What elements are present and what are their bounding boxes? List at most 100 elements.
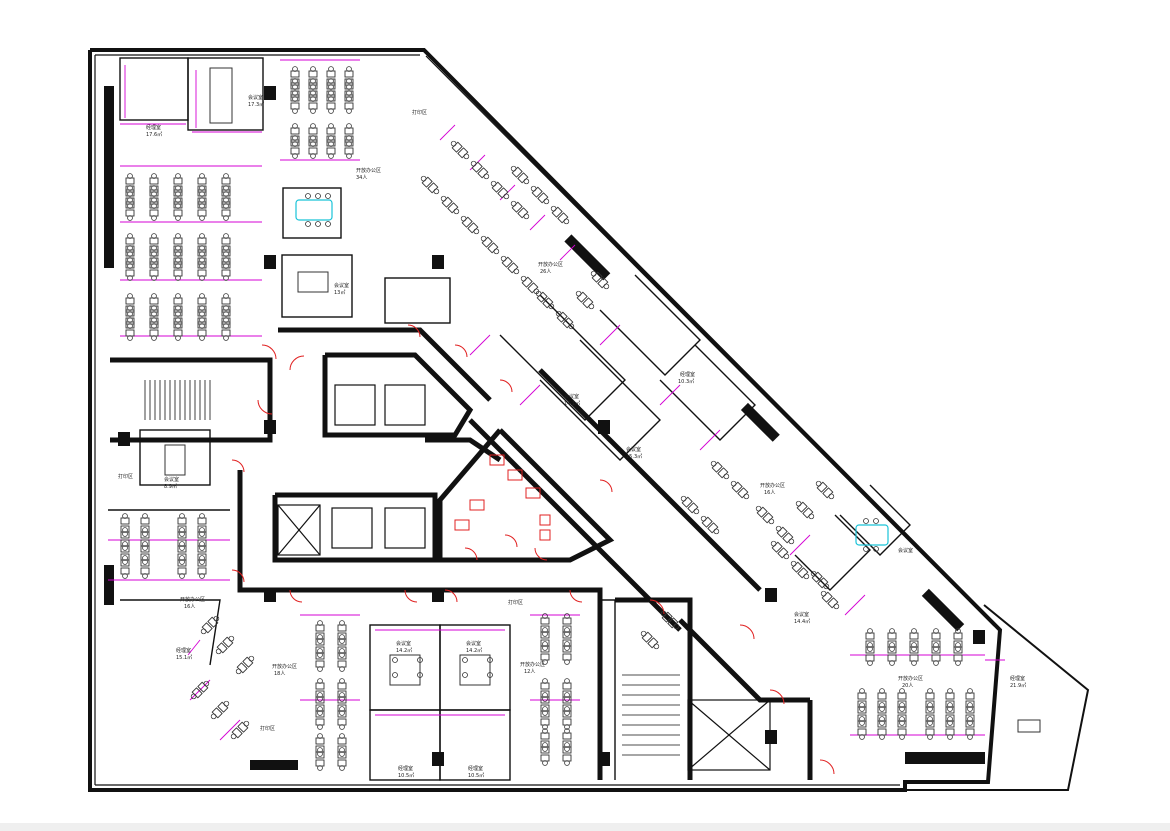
desk-cluster: [221, 305, 231, 329]
label-meeting-4-area: 15.3㎡: [626, 453, 642, 460]
desk-cluster: [177, 541, 187, 565]
desk-cluster: [308, 66, 318, 90]
desk-cluster: [197, 293, 207, 317]
desk-cluster: [197, 513, 207, 537]
label-open-office-4: 开放办公区: [180, 596, 205, 603]
desk-cluster: [200, 615, 220, 635]
desk-cluster: [460, 215, 480, 235]
desk-cluster: [865, 628, 875, 652]
desk-cluster: [640, 630, 660, 650]
desk-cluster: [221, 245, 231, 269]
desk-cluster: [197, 197, 207, 221]
desk-cluster: [140, 541, 150, 565]
desk-cluster: [897, 716, 907, 740]
desk-cluster: [173, 257, 183, 281]
label-meeting-9: 会议室: [466, 640, 481, 647]
desk-cluster: [197, 245, 207, 269]
chair: [462, 657, 468, 663]
desk-cluster: [221, 233, 231, 257]
desk-cluster: [125, 317, 135, 341]
label-meeting-1-area: 17.3㎡: [248, 101, 264, 108]
desk-cluster: [510, 165, 530, 185]
desk-cluster: [315, 706, 325, 730]
label-manager-1-area: 17.6㎡: [146, 131, 162, 138]
desk-cluster: [909, 642, 919, 666]
interior-walls: [110, 327, 813, 780]
desk-cluster: [562, 613, 572, 637]
desk-cluster: [337, 678, 347, 702]
desk-cluster: [177, 527, 187, 551]
desk-cluster: [730, 480, 750, 500]
chair: [315, 221, 321, 227]
chair: [325, 221, 331, 227]
label-manager-5: 经理室: [468, 765, 483, 772]
desk-cluster: [221, 197, 231, 221]
desk-cluster: [308, 78, 318, 102]
label-open-office-7-count: 20人: [902, 683, 913, 689]
solid-wall-segments: [104, 86, 985, 770]
desk-cluster: [120, 513, 130, 537]
desk-cluster: [925, 688, 935, 712]
meeting-tables: [164, 67, 1041, 733]
label-meeting-6: 会议室: [898, 547, 913, 554]
desk-cluster: [140, 555, 150, 579]
desk-cluster: [173, 197, 183, 221]
label-open-office-3: 开放办公区: [760, 482, 785, 489]
desk-cluster: [540, 728, 550, 752]
outer-walls: [88, 48, 1090, 792]
desk-cluster: [775, 525, 795, 545]
label-manager-1: 经理室: [146, 124, 161, 131]
label-manager-6-area: 21.9㎡: [1010, 682, 1026, 689]
label-meeting-5: 会议室: [794, 611, 809, 618]
desk-cluster: [945, 688, 955, 712]
desk-cluster: [590, 270, 610, 290]
desk-cluster: [125, 185, 135, 209]
desk-cluster: [344, 123, 354, 147]
desk-cluster: [909, 628, 919, 652]
chair: [315, 193, 321, 199]
desk-cluster: [290, 123, 300, 147]
desk-cluster: [865, 642, 875, 666]
label-manager-4-area: 10.5㎡: [398, 772, 414, 779]
label-open-office-7: 开放办公区: [898, 675, 923, 682]
desk-cluster: [125, 257, 135, 281]
desk-cluster: [173, 185, 183, 209]
desk-cluster: [290, 78, 300, 102]
desk-cluster: [540, 742, 550, 766]
desk-cluster: [510, 200, 530, 220]
desk-cluster: [149, 233, 159, 257]
elevators: [277, 384, 771, 771]
desk-cluster: [562, 641, 572, 665]
desk-cluster: [470, 160, 490, 180]
desk-cluster: [308, 90, 318, 114]
label-manager-3: 经理室: [176, 647, 191, 654]
label-meeting-2: 会议室: [334, 282, 349, 289]
desk-cluster: [315, 648, 325, 672]
label-meeting-4: 会议室: [626, 446, 641, 453]
label-open-office-6-count: 12人: [524, 669, 535, 675]
desk-cluster: [197, 233, 207, 257]
desk-cluster: [925, 716, 935, 740]
desk-cluster: [235, 655, 255, 675]
desk-cluster: [149, 185, 159, 209]
desk-cluster: [555, 310, 575, 330]
desk-cluster: [290, 66, 300, 90]
desk-cluster: [197, 305, 207, 329]
desk-cluster: [877, 702, 887, 726]
desk-cluster: [795, 500, 815, 520]
desk-cluster: [315, 733, 325, 757]
desk-cluster: [887, 628, 897, 652]
desk-cluster: [315, 620, 325, 644]
desk-cluster: [897, 702, 907, 726]
label-open-office-1-count: 34人: [356, 175, 367, 181]
desk-cluster: [326, 135, 336, 159]
desk-cluster: [965, 688, 975, 712]
desk-cluster: [440, 195, 460, 215]
desk-cluster: [540, 613, 550, 637]
desk-cluster: [315, 634, 325, 658]
chair: [392, 657, 398, 663]
desk-cluster: [337, 733, 347, 757]
desk-cluster: [344, 66, 354, 90]
desk-cluster: [326, 66, 336, 90]
desk-cluster: [315, 692, 325, 716]
